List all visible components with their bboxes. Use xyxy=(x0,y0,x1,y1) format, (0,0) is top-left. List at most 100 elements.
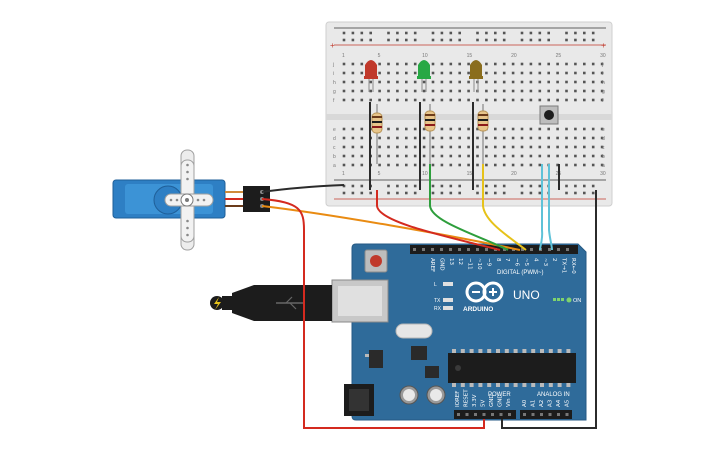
power-pin-label: RESET xyxy=(464,389,470,407)
row-letter: h xyxy=(333,80,336,86)
rail-hole xyxy=(591,38,595,42)
rail-hole xyxy=(538,184,542,188)
terminal-hole xyxy=(547,154,550,158)
terminal-hole xyxy=(591,127,595,131)
terminal-hole xyxy=(342,154,346,158)
row-letter: a xyxy=(333,163,336,169)
terminal-hole xyxy=(574,127,577,131)
led-3[interactable] xyxy=(469,60,483,92)
terminal-hole xyxy=(556,145,559,149)
resistor-2[interactable] xyxy=(424,104,436,164)
terminal-hole xyxy=(583,145,586,149)
terminal-hole xyxy=(494,127,497,131)
terminal-hole xyxy=(396,154,399,158)
terminal-hole xyxy=(529,71,533,75)
chip-pin xyxy=(478,349,483,353)
chip-pin xyxy=(513,383,518,387)
terminal-hole xyxy=(387,154,390,158)
terminal-hole xyxy=(405,89,408,93)
rail-hole xyxy=(574,184,577,188)
terminal-hole xyxy=(387,127,390,131)
terminal-hole xyxy=(342,127,346,131)
terminal-hole xyxy=(440,136,444,140)
terminal-hole xyxy=(502,80,506,84)
terminal-hole xyxy=(583,98,586,102)
usb-cable[interactable] xyxy=(210,285,332,321)
wire-gnd-return[interactable] xyxy=(501,190,597,429)
rail-hole xyxy=(520,184,524,188)
led-2[interactable] xyxy=(417,60,431,92)
servo-motor[interactable] xyxy=(112,149,270,251)
wire-servo-signal[interactable] xyxy=(261,205,521,251)
terminal-hole xyxy=(565,145,568,149)
led-dome xyxy=(470,60,482,78)
center-channel xyxy=(326,114,612,120)
rail-hole xyxy=(494,191,497,195)
header-pin xyxy=(508,413,511,416)
rail-hole xyxy=(574,31,577,35)
terminal-hole xyxy=(511,145,515,149)
terminal-hole xyxy=(591,145,595,149)
terminal-hole xyxy=(556,127,559,131)
digital-pin-label: TX→1 xyxy=(561,257,567,273)
row-letter: h xyxy=(602,80,605,86)
chip-pin xyxy=(557,383,562,387)
wire-yellow-led[interactable] xyxy=(482,164,527,251)
terminal-hole xyxy=(449,136,453,140)
wire-red-led[interactable] xyxy=(376,190,501,251)
lightning-icon xyxy=(214,297,221,310)
terminal-hole xyxy=(591,89,595,93)
terminal-hole xyxy=(405,145,408,149)
led-base xyxy=(417,76,431,79)
rail-hole xyxy=(494,31,497,35)
column-number: 15 xyxy=(467,171,473,177)
terminal-hole xyxy=(529,80,533,84)
pushbutton[interactable] xyxy=(539,105,559,125)
reset-button[interactable] xyxy=(370,255,382,267)
horn-hole xyxy=(186,226,189,230)
resistor-1[interactable] xyxy=(371,104,383,164)
terminal-hole xyxy=(413,136,417,140)
row-letter: d xyxy=(333,136,336,142)
terminal-hole xyxy=(378,89,381,93)
terminal-hole xyxy=(574,136,577,140)
wire-button-1[interactable] xyxy=(539,164,544,251)
pushbutton-cap[interactable] xyxy=(544,110,554,120)
terminal-hole xyxy=(502,62,506,66)
terminal-hole xyxy=(342,136,346,140)
rail-hole xyxy=(396,191,399,195)
terminal-hole xyxy=(413,163,417,167)
column-number: 10 xyxy=(422,53,428,59)
terminal-hole xyxy=(600,154,604,158)
wire-button-2[interactable] xyxy=(548,164,553,251)
power-pin-label: 5V xyxy=(481,400,487,407)
wire-servo-gnd[interactable] xyxy=(261,184,345,193)
terminal-hole xyxy=(440,89,444,93)
column-number: 1 xyxy=(342,171,345,177)
chip-pin xyxy=(531,383,536,387)
rail-hole xyxy=(529,31,533,35)
terminal-hole xyxy=(556,80,559,84)
row-letter: j xyxy=(332,62,334,68)
terminal-hole xyxy=(342,80,346,84)
wire-servo-5v[interactable] xyxy=(261,198,485,429)
terminal-hole xyxy=(529,98,533,102)
header-pin xyxy=(413,248,416,251)
terminal-hole xyxy=(574,89,577,93)
bottom-header-pins xyxy=(457,413,569,416)
chip-pins xyxy=(452,349,571,387)
analog-pin-label: A5 xyxy=(565,399,571,407)
terminal-hole xyxy=(396,127,399,131)
led-1[interactable] xyxy=(364,60,378,92)
led-base xyxy=(364,76,378,79)
terminal-hole xyxy=(529,127,533,131)
terminal-hole xyxy=(449,154,453,158)
terminal-hole xyxy=(574,80,577,84)
wire-green-led[interactable] xyxy=(429,164,509,251)
rail-hole xyxy=(538,38,542,42)
rail-hole xyxy=(538,191,542,195)
resistor-3[interactable] xyxy=(477,104,489,164)
